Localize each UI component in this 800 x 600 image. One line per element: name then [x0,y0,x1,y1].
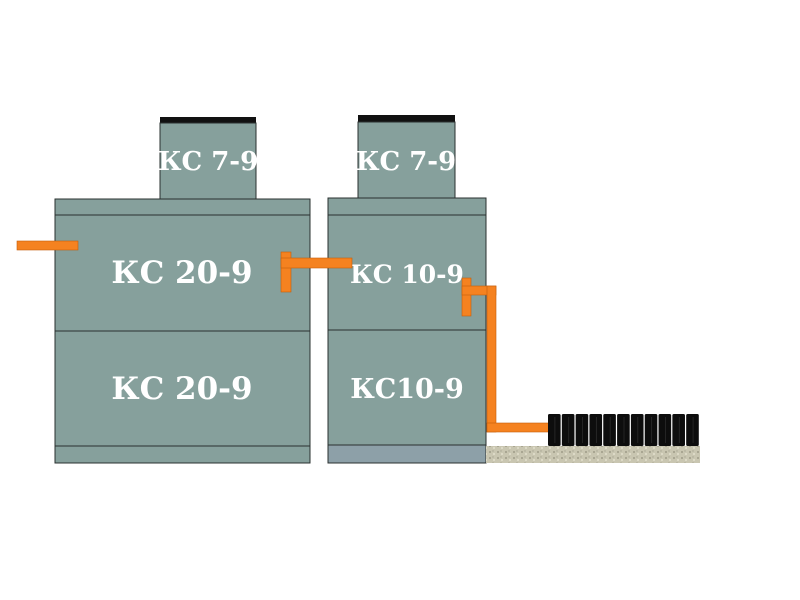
drain-block [630,414,644,446]
drain-block [561,414,575,446]
inlet-pipe [16,240,79,251]
left-lower-ring-label: КС 20-9 [111,371,252,407]
left-upper-ring-label: КС 20-9 [111,255,252,291]
drain-block [672,414,685,446]
right-neck-lid [358,115,455,122]
drain-block [548,414,561,446]
outlet-tee-vertical [461,277,472,317]
right-top-slab [327,197,487,216]
right-base-slab [327,444,487,464]
left-well: КС 7-9 КС 20-9 КС 20-9 [54,117,311,464]
left-neck-ring [159,122,257,200]
drain-block [617,414,630,446]
drain-field [486,414,700,463]
right-lower-ring-label: КС10-9 [350,374,464,405]
left-bottom-slab [54,445,311,464]
gravel-bed [486,446,700,463]
right-upper-ring [327,214,487,331]
drain-blocks [548,414,699,446]
right-lower-ring [327,329,487,446]
right-neck-label: КС 7-9 [356,147,456,177]
left-neck-lid [160,117,256,123]
left-neck-label: КС 7-9 [158,147,258,177]
outlet-pipe-vertical [486,285,497,433]
left-top-slab [54,198,311,216]
drain-block [644,414,658,446]
drain-block [658,414,672,446]
pipes [16,240,550,433]
outlet-pipe-horizontal-bottom [486,422,550,433]
drain-block [575,414,589,446]
drain-block [603,414,616,446]
left-upper-ring [54,214,311,332]
drain-block [686,414,699,446]
right-well: КС 7-9 КС 10-9 КС10-9 [327,115,487,464]
overflow-tee-vertical [280,251,292,293]
left-lower-ring [54,330,311,447]
drain-block [589,414,603,446]
right-upper-ring-label: КС 10-9 [350,260,464,289]
overflow-pipe [280,257,353,269]
